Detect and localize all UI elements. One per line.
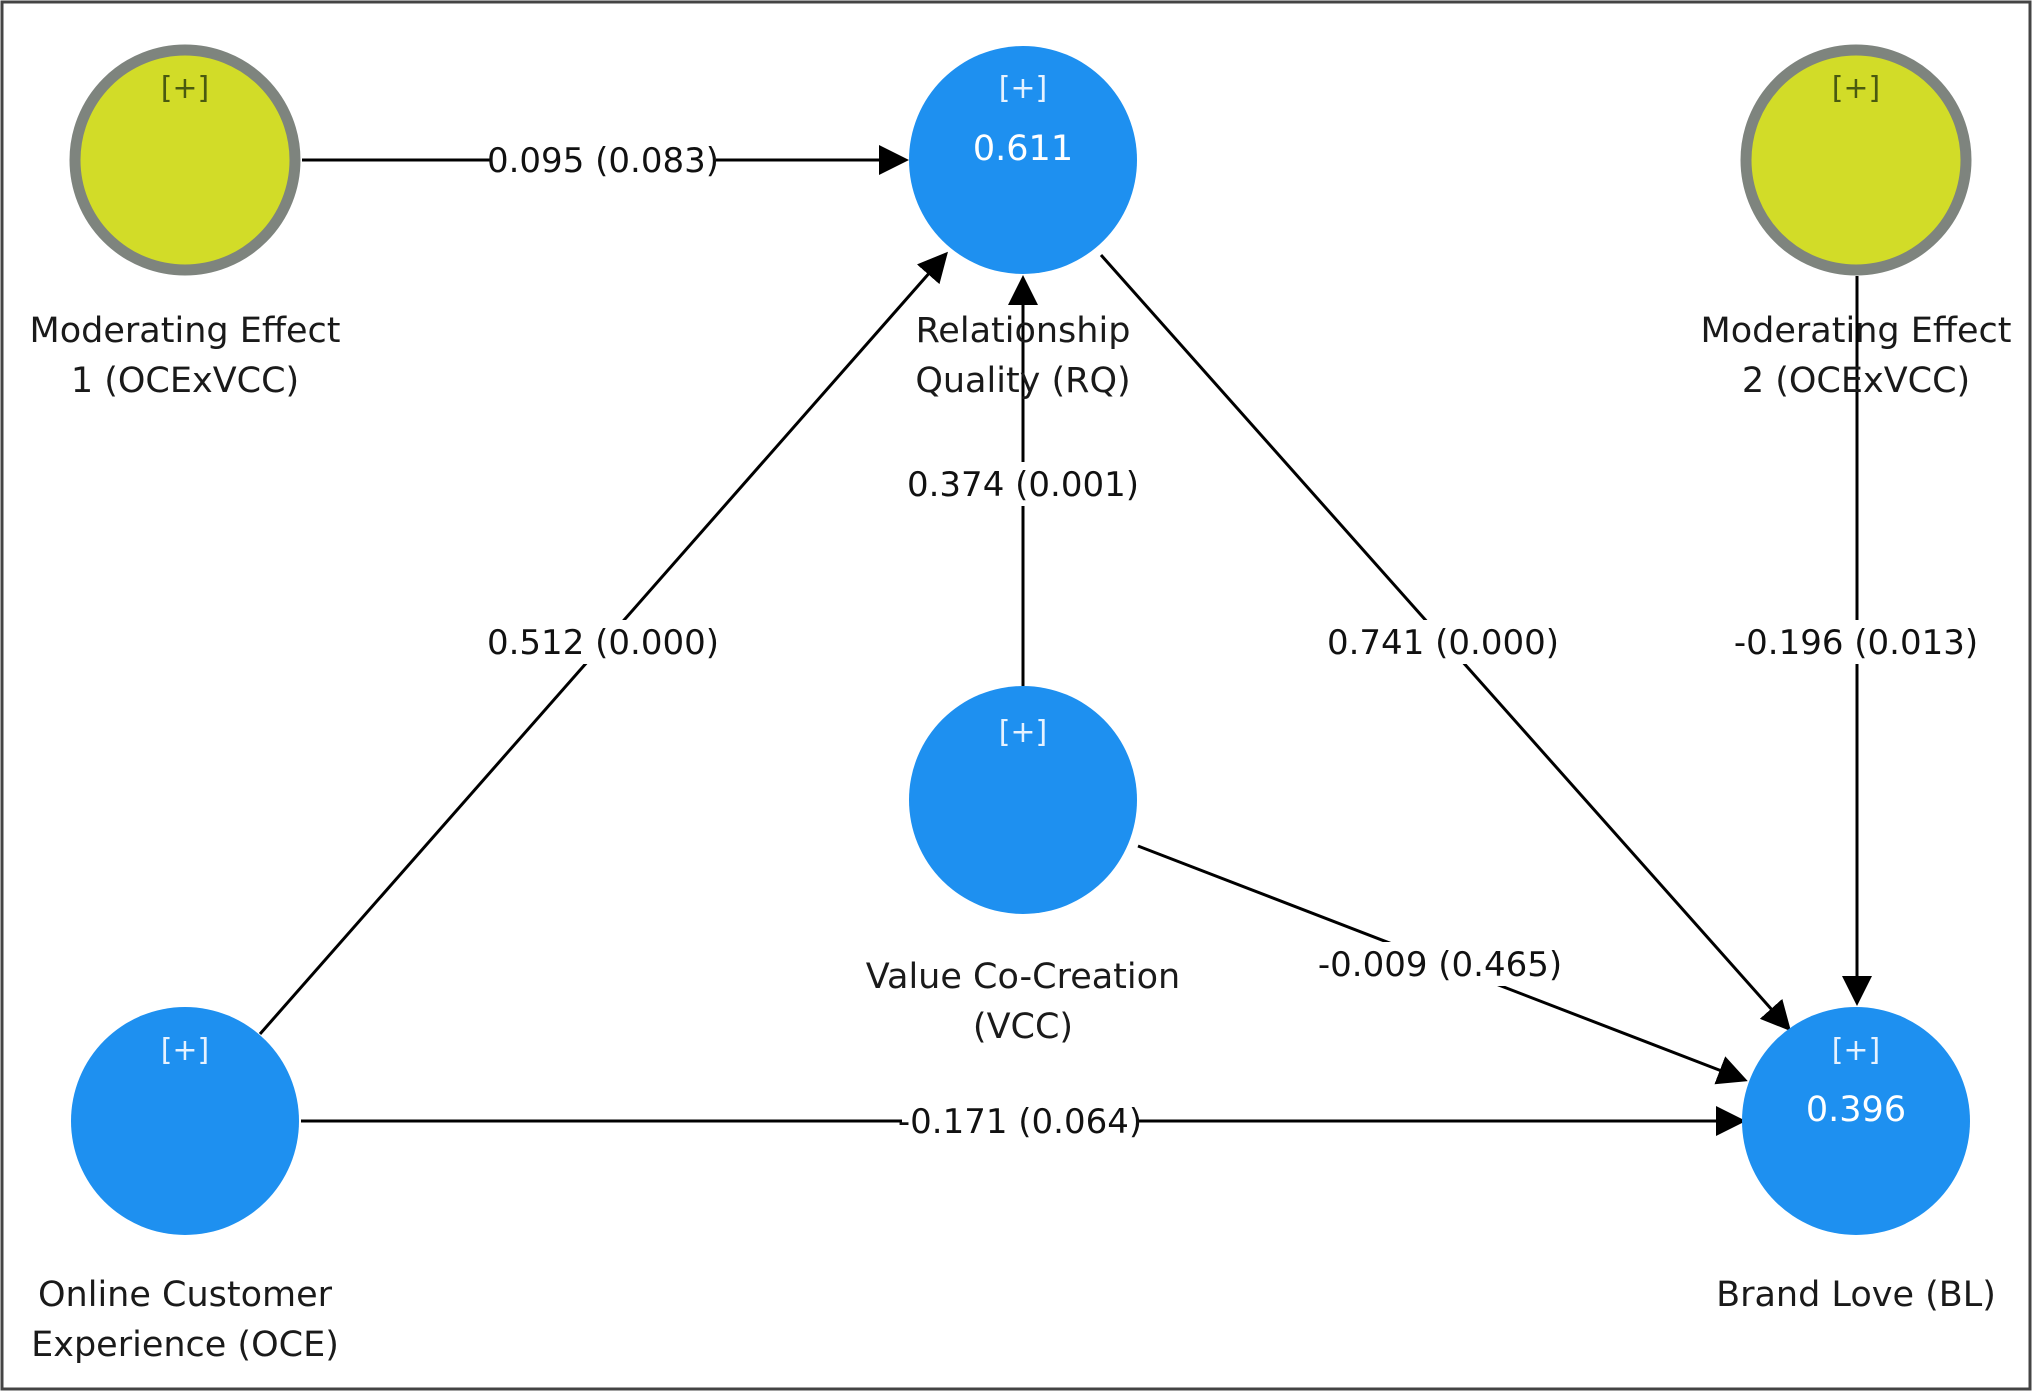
node-label-line1: Moderating Effect [30,311,341,351]
path-label-rq-bl: 0.741 (0.000) [1327,620,1559,664]
r-squared-value: 0.611 [973,129,1073,169]
path-label-oce-bl: -0.171 (0.064) [898,1099,1142,1143]
node-label-line1: Moderating Effect [1701,311,2012,351]
node-value-co-creation[interactable]: [+] Value Co-Creation (VCC) [866,686,1180,1047]
path-labels: 0.095 (0.083) 0.374 (0.001) 0.512 (0.000… [487,138,1978,1143]
node-label-line1: Brand Love (BL) [1716,1275,1996,1315]
svg-text:-0.196 (0.013): -0.196 (0.013) [1734,623,1978,663]
node-label-line2: 1 (OCExVCC) [71,361,299,401]
node-relationship-quality[interactable]: [+] 0.611 Relationship Quality (RQ) [909,46,1137,401]
svg-text:0.741 (0.000): 0.741 (0.000) [1327,623,1559,663]
expand-toggle[interactable]: [+] [1832,1033,1881,1068]
latent-circle[interactable] [71,1007,299,1235]
expand-toggle[interactable]: [+] [161,71,210,106]
node-label-line1: Value Co-Creation [866,957,1180,997]
node-label-line1: Online Customer [38,1275,333,1315]
expand-toggle[interactable]: [+] [999,715,1048,750]
node-brand-love[interactable]: [+] 0.396 Brand Love (BL) [1716,1007,1996,1315]
node-label-line2: Quality (RQ) [915,361,1130,401]
node-label-line2: (VCC) [973,1007,1073,1047]
moderator-circle[interactable] [1740,44,1972,276]
svg-text:-0.171 (0.064): -0.171 (0.064) [898,1102,1142,1142]
svg-text:0.374 (0.001): 0.374 (0.001) [907,465,1139,505]
latent-circle[interactable] [1742,1007,1970,1235]
path-label-vcc-rq: 0.374 (0.001) [907,462,1139,506]
svg-text:0.095 (0.083): 0.095 (0.083) [487,141,719,181]
latent-circle[interactable] [909,46,1137,274]
latent-circle[interactable] [909,686,1137,914]
moderator-circle[interactable] [69,44,301,276]
expand-toggle[interactable]: [+] [999,71,1048,106]
node-label-line2: Experience (OCE) [31,1325,339,1365]
r-squared-value: 0.396 [1806,1090,1906,1130]
expand-toggle[interactable]: [+] [1832,71,1881,106]
node-moderating-effect-2[interactable]: [+] Moderating Effect 2 (OCExVCC) [1701,44,2012,401]
node-online-customer-experience[interactable]: [+] Online Customer Experience (OCE) [31,1007,339,1365]
node-moderating-effect-1[interactable]: [+] Moderating Effect 1 (OCExVCC) [30,44,341,401]
path-label-me2-bl: -0.196 (0.013) [1734,620,1978,664]
path-label-vcc-bl: -0.009 (0.465) [1318,942,1562,986]
node-label-line1: Relationship [916,311,1131,351]
node-label-line2: 2 (OCExVCC) [1742,361,1970,401]
path-label-oce-rq: 0.512 (0.000) [487,620,719,664]
path-label-me1-rq: 0.095 (0.083) [487,138,719,182]
svg-text:-0.009 (0.465): -0.009 (0.465) [1318,945,1562,985]
expand-toggle[interactable]: [+] [161,1033,210,1068]
svg-text:0.512 (0.000): 0.512 (0.000) [487,623,719,663]
